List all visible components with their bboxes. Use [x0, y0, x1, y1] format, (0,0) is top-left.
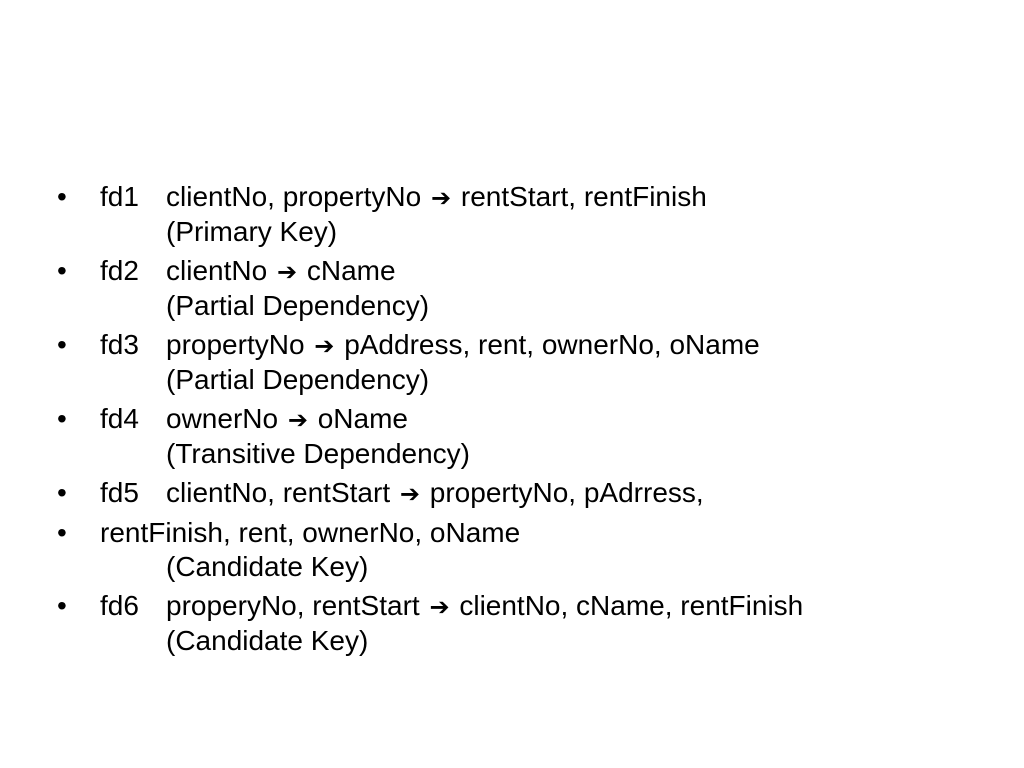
list-item-fd1: • fd1 clientNo, propertyNo ➔ rentStart, r…	[57, 180, 1007, 249]
dependency-note: (Transitive Dependency)	[166, 438, 470, 469]
dependency-note: (Candidate Key)	[166, 625, 369, 656]
arrow-right-icon: ➔	[399, 480, 420, 508]
fd-label: fd5	[100, 477, 139, 508]
bullet-icon: •	[57, 403, 67, 434]
list-item-fd2: • fd2 clientNo ➔ cName (Partial Dependenc…	[57, 254, 1007, 323]
arrow-right-icon: ➔	[287, 406, 308, 434]
arrow-right-icon: ➔	[431, 184, 452, 212]
dependency-line: fd4 ownerNo ➔ oName	[100, 402, 1007, 437]
list-item-fd5-continuation: • rentFinish, rent, ownerNo, oName (Cand…	[57, 516, 1007, 584]
fd-label: fd6	[100, 590, 139, 621]
functional-dependency-list: • fd1 clientNo, propertyNo ➔ rentStart, r…	[57, 180, 1007, 663]
fd-label: fd2	[100, 255, 139, 286]
arrow-right-icon: ➔	[429, 593, 450, 621]
bullet-icon: •	[57, 181, 67, 212]
dependency-line: fd2 clientNo ➔ cName	[100, 254, 1007, 289]
bullet-icon: •	[57, 255, 67, 286]
dependency-rhs: cName	[306, 255, 396, 286]
dependency-rhs: oName	[317, 403, 408, 434]
dependency-note: (Partial Dependency)	[166, 290, 430, 321]
dependency-note: (Candidate Key)	[166, 551, 369, 582]
list-item-fd3: • fd3 propertyNo ➔ pAddress, rent, ownerN…	[57, 328, 1007, 397]
dependency-lhs: clientNo, rentStart	[166, 477, 391, 508]
dependency-line: fd6 properyNo, rentStart ➔ clientNo, cNam…	[100, 589, 1007, 624]
dependency-lhs: ownerNo	[166, 403, 279, 434]
bullet-icon: •	[57, 517, 67, 548]
bullet-icon: •	[57, 590, 67, 621]
dependency-lhs: properyNo, rentStart	[166, 590, 420, 621]
dependency-line: fd3 propertyNo ➔ pAddress, rent, ownerNo,…	[100, 328, 1007, 363]
arrow-right-icon: ➔	[314, 332, 335, 360]
dependency-rhs: rentStart, rentFinish	[460, 181, 707, 212]
fd-label: fd4	[100, 403, 139, 434]
dependency-rhs: clientNo, cName, rentFinish	[459, 590, 804, 621]
dependency-line: rentFinish, rent, ownerNo, oName	[100, 517, 521, 548]
fd-label: fd3	[100, 329, 139, 360]
dependency-lhs: propertyNo	[166, 329, 305, 360]
dependency-lhs: clientNo, propertyNo	[166, 181, 422, 212]
dependency-line: fd1 clientNo, propertyNo ➔ rentStart, ren…	[100, 180, 1007, 215]
dependency-note: (Primary Key)	[166, 216, 338, 247]
dependency-rhs: propertyNo, pAdrress,	[429, 477, 704, 508]
arrow-right-icon: ➔	[276, 258, 298, 286]
dependency-line: fd5 clientNo, rentStart ➔ propertyNo, pAd…	[100, 476, 1007, 511]
list-item-fd6: • fd6 properyNo, rentStart ➔ clientNo, cN…	[57, 589, 1007, 658]
dependency-lhs: clientNo	[166, 255, 268, 286]
list-item-fd4: • fd4 ownerNo ➔ oName (Transitive Depende…	[57, 402, 1007, 471]
bullet-icon: •	[57, 477, 67, 508]
dependency-note: (Partial Dependency)	[166, 364, 430, 395]
fd-label: fd1	[100, 181, 139, 212]
list-item-fd5: • fd5 clientNo, rentStart ➔ propertyNo, p…	[57, 476, 1007, 511]
bullet-icon: •	[57, 329, 67, 360]
dependency-rhs: pAddress, rent, ownerNo, oName	[344, 329, 760, 360]
